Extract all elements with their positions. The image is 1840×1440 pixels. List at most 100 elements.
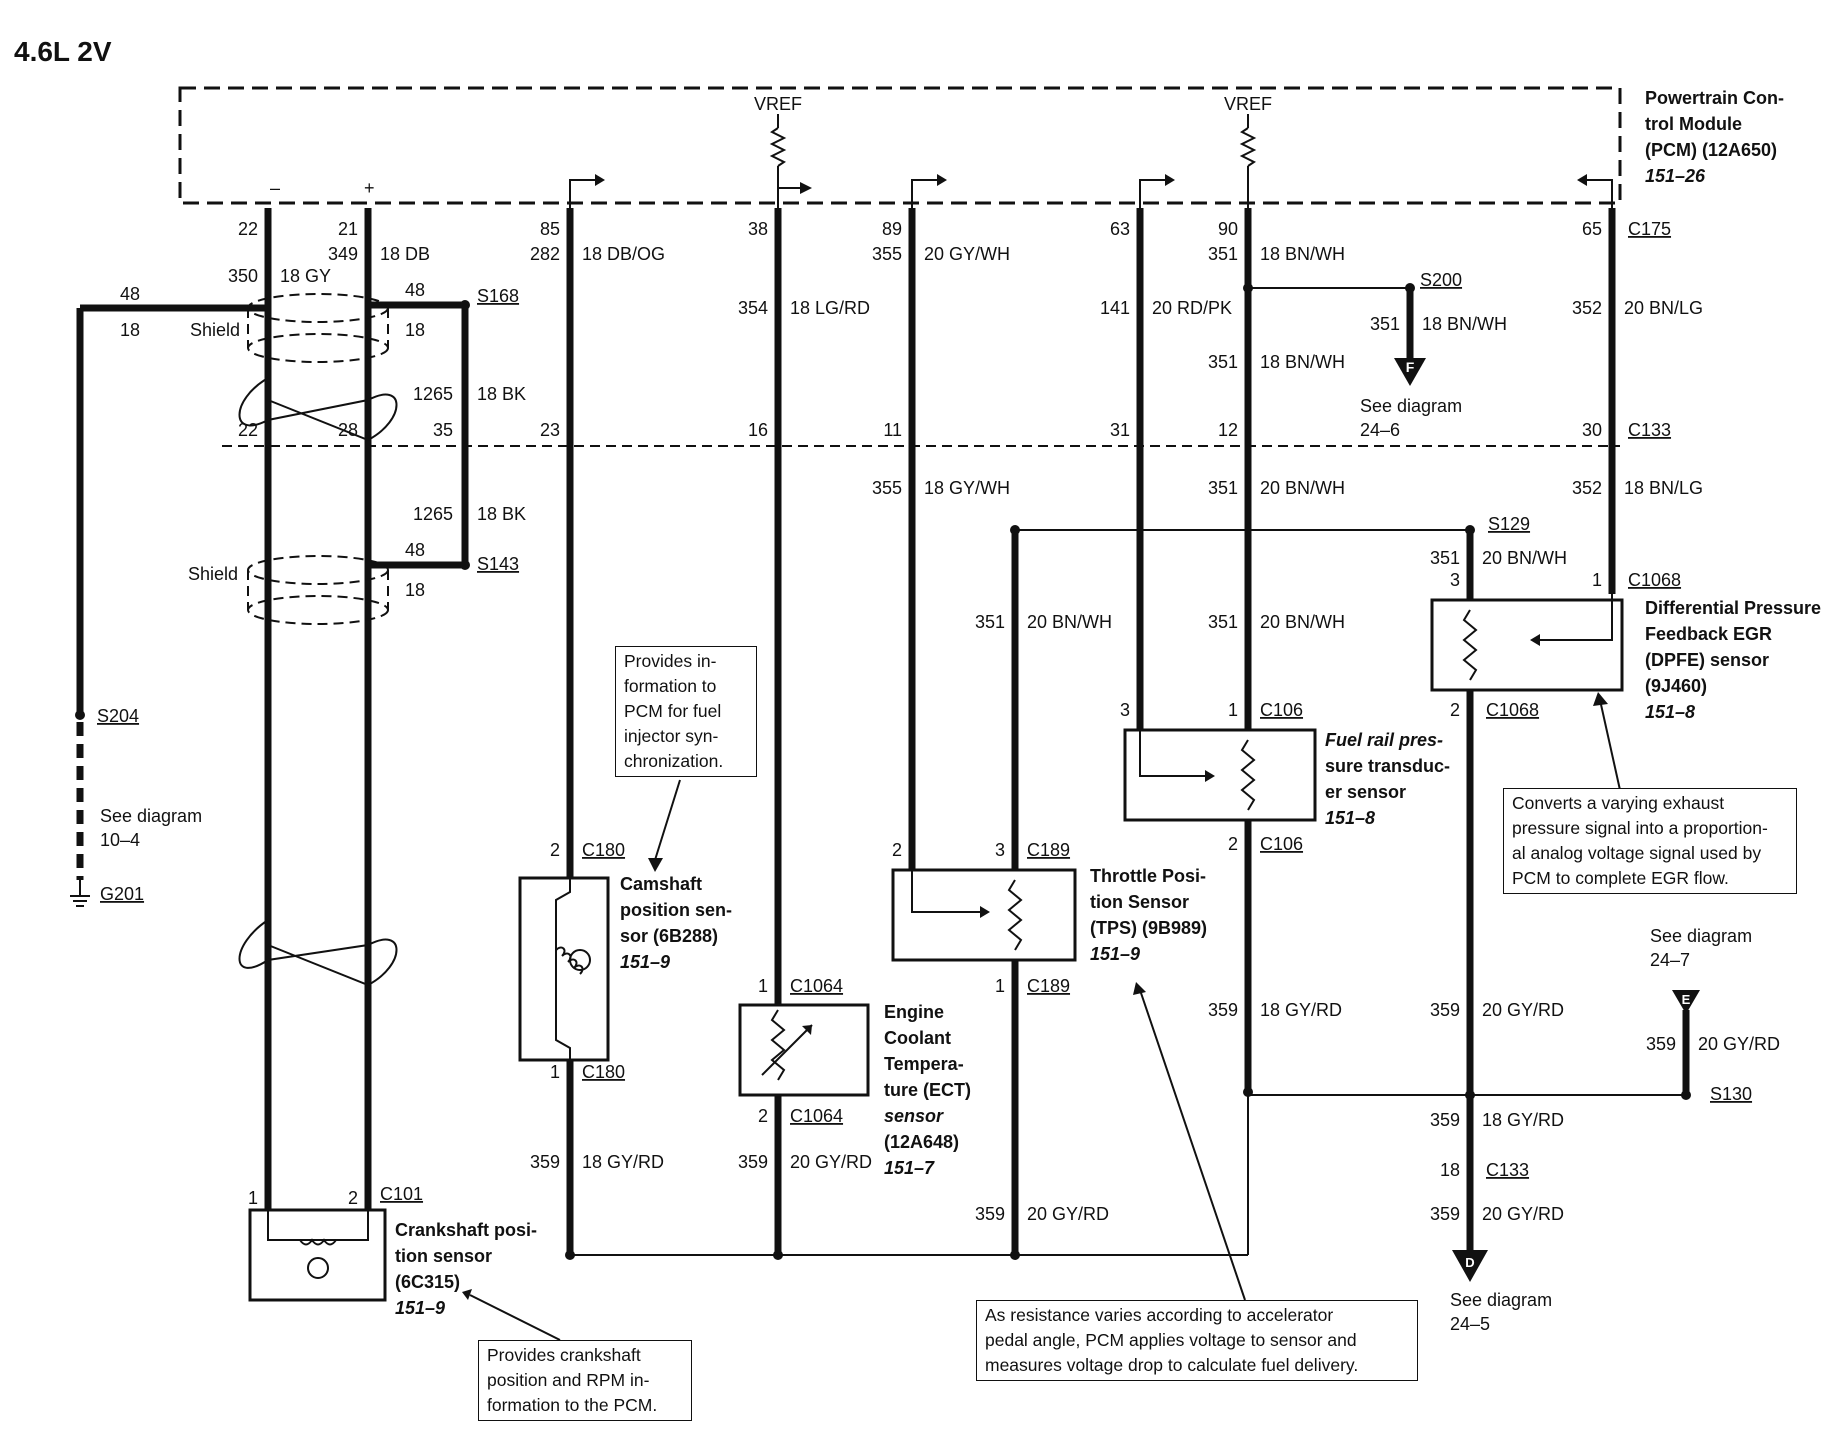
note-camshaft-line: chronization. [624,751,724,771]
wire-label-18a: 18 [120,320,140,340]
wire-label-359c: 359 [1646,1034,1676,1054]
connector-c101: C101 [380,1184,423,1204]
note-tps-line: pedal angle, PCM applies voltage to sens… [985,1330,1357,1350]
pin-tps-2: 2 [892,840,902,860]
wire-label-351b: 351 [1370,314,1400,334]
wire-color-352: 20 BN/LG [1624,298,1703,318]
wire-color-349: 18 DB [380,244,430,264]
connector-c1064-top: C1064 [790,976,843,996]
pin-frp-1: 1 [1228,700,1238,720]
wire-label-351f: 351 [975,612,1005,632]
see-e-letter: E [1682,992,1691,1007]
pin-dpfe-3: 3 [1450,570,1460,590]
cam-label-1: Camshaft [620,874,702,894]
dpfe-label-4: (9J460) [1645,676,1707,696]
wire-color-141: 20 RD/PK [1152,298,1232,318]
wire-label-359d: 359 [530,1152,560,1172]
splice-g201: G201 [100,884,144,904]
pin-ckp-1: 1 [248,1188,258,1208]
connector-c175: C175 [1628,219,1671,239]
pin-23: 23 [540,420,560,440]
pin-dpfe-2: 2 [1450,700,1460,720]
note-camshaft-line: Provides in- [624,651,717,671]
see-f-letter: F [1406,359,1415,375]
see-e-line1: See diagram [1650,926,1752,946]
wire-label-359f: 359 [975,1204,1005,1224]
connector-c1068-bottom: C1068 [1486,700,1539,720]
wire-color-359h: 20 GY/RD [1482,1204,1564,1224]
wire-label-48c: 48 [405,540,425,560]
pcm-label-1: Powertrain Con- [1645,88,1784,108]
pin-11: 11 [883,420,902,440]
cam-label-3: sor (6B288) [620,926,718,946]
wire-color-359d: 18 GY/RD [582,1152,664,1172]
ect-label-4: ture (ECT) [884,1080,971,1100]
wire-color-359f: 20 GY/RD [1027,1204,1109,1224]
wire-label-354: 354 [738,298,768,318]
wire-label-141: 141 [1100,298,1130,318]
wire-label-355b: 355 [872,478,902,498]
pin-22b: 22 [238,420,258,440]
pin-89: 89 [882,219,902,239]
wire-color-351e: 20 BN/WH [1482,548,1567,568]
note-crankshaft: Provides crankshaft position and RPM in-… [478,1340,692,1421]
wire-label-282: 282 [530,244,560,264]
note-tps: As resistance varies according to accele… [976,1300,1418,1381]
note-camshaft-line: PCM for fuel [624,701,722,721]
wire-label-349: 349 [328,244,358,264]
shield-top [238,293,398,442]
arrow-f-icon [1394,288,1426,386]
pin-21: 21 [338,219,358,239]
vref-resistor-right [1239,114,1257,212]
frp-label-3: er sensor [1325,782,1406,802]
splice-s130: S130 [1710,1084,1752,1104]
dpfe-ref: 151–8 [1645,702,1695,722]
pin-ect-1: 1 [758,976,768,996]
wire-color-359b: 20 GY/RD [1482,1000,1564,1020]
ckp-label-2: tion sensor [395,1246,492,1266]
tps-ref: 151–9 [1090,944,1140,964]
wire-label-18b: 18 [405,320,425,340]
fuel-rail-sensor-box [1123,728,1317,822]
pin-tps-1: 1 [995,976,1005,996]
pcm-ref: 151–26 [1645,166,1706,186]
note-dpfe-line: pressure signal into a proportion- [1512,818,1768,838]
pin-dpfe-1: 1 [1592,570,1602,590]
pin-frp-2: 2 [1228,834,1238,854]
shield-label-top: Shield [190,320,240,340]
wire-color-282: 18 DB/OG [582,244,665,264]
connector-c1064-bottom: C1064 [790,1106,843,1126]
see-f-line2: 24–6 [1360,420,1400,440]
connector-c133: C133 [1628,420,1671,440]
wire-color-351b: 18 BN/WH [1422,314,1507,334]
frp-ref: 151–8 [1325,808,1375,828]
pin-ect-2: 2 [758,1106,768,1126]
note-dpfe-line: Converts a varying exhaust [1512,793,1725,813]
pin-85: 85 [540,219,560,239]
crankshaft-sensor-box [248,1208,387,1302]
connector-c189-bottom: C189 [1027,976,1070,996]
frp-label-1: Fuel rail pres- [1325,730,1443,750]
see-g-line2: 10–4 [100,830,140,850]
pin-12: 12 [1218,420,1238,440]
arrow-e-icon [1672,990,1700,1014]
note-dpfe-line: PCM to complete EGR flow. [1512,868,1729,888]
wire-label-351a: 351 [1208,244,1238,264]
wire-color-350: 18 GY [280,266,331,286]
wire-color-351f: 20 BN/WH [1027,612,1112,632]
wire-label-359b: 359 [1430,1000,1460,1020]
connector-c189-top: C189 [1027,840,1070,860]
pin-31: 31 [1110,420,1130,440]
wire-label-359a: 359 [1208,1000,1238,1020]
pcm-pin-flags [569,174,1613,212]
wire-label-355: 355 [872,244,902,264]
camshaft-sensor-box [518,876,610,1062]
wire-label-350: 350 [228,266,258,286]
wire-label-48a: 48 [120,284,140,304]
pin-frp-3: 3 [1120,700,1130,720]
pcm-minus-label: – [270,178,280,198]
ect-label-2: Coolant [884,1028,951,1048]
pin-90: 90 [1218,219,1238,239]
ect-label-1: Engine [884,1002,944,1022]
shield-bottom [238,555,398,987]
